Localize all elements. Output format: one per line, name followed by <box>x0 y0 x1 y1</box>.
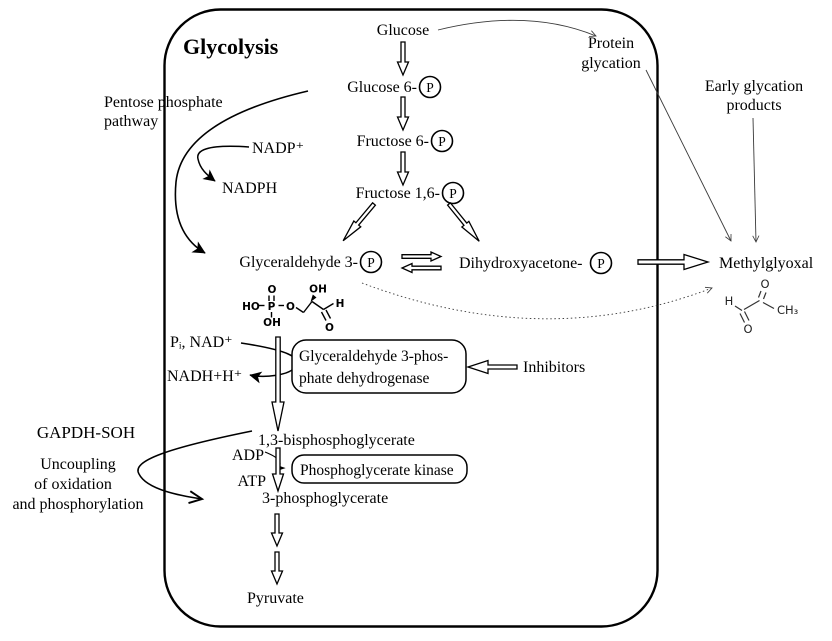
svg-text:P: P <box>597 256 605 271</box>
node-f16p-label: Fructose 1,6- <box>356 185 440 202</box>
circled-p-icon <box>359 250 383 274</box>
svg-text:P: P <box>426 80 434 95</box>
svg-text:P: P <box>449 186 457 201</box>
arrow-early-glycation-to-methylglyoxal <box>752 117 760 243</box>
arrow-f16p-to-g3p <box>342 201 377 242</box>
svg-text:OH: OH <box>263 317 281 329</box>
gapdh-enzyme-label-line2: phate dehydrogenase <box>299 370 430 387</box>
uncoupling-label-line1: Uncoupling <box>40 456 116 473</box>
gapdh-enzyme-label-line1: Glyceraldehyde 3-phos- <box>299 348 448 365</box>
arrow-f16p-to-dhap <box>446 201 480 242</box>
arrow-dhap-to-methylglyoxal <box>637 253 711 271</box>
svg-text:H: H <box>725 294 734 308</box>
node-glyceraldehyde-3-phosphate: Glyceraldehyde 3- P <box>239 250 383 274</box>
diagram-title: Glycolysis <box>183 34 279 59</box>
svg-text:P: P <box>367 255 375 270</box>
node-fructose-16-bisphosphate: Fructose 1,6- P <box>356 181 465 205</box>
cofactor-nadh: NADH+H⁺ <box>167 368 242 385</box>
node-g6p-label: Glucose 6- <box>347 79 417 96</box>
svg-text:P: P <box>438 134 446 149</box>
cofactor-atp: ATP <box>238 473 267 490</box>
svg-text:P: P <box>268 301 276 313</box>
arrow-g6p-to-f6p <box>396 96 410 132</box>
pgk-enzyme-box <box>291 454 468 484</box>
cofactor-pi-nad: Pᵢ, NAD⁺ <box>170 334 233 351</box>
early-glycation-label-line1: Early glycation <box>705 78 803 95</box>
gapdh-enzyme-box <box>291 339 467 394</box>
svg-text:O: O <box>743 322 752 336</box>
arrow-inhibitors-to-gapdh <box>465 359 518 375</box>
circled-p-icon <box>589 251 613 275</box>
node-dihydroxyacetone-phosphate: Dihydroxyacetone- P <box>459 251 613 275</box>
arrow-g3p-to-bpg <box>271 336 285 432</box>
node-glucose-6-phosphate: Glucose 6- P <box>347 75 442 99</box>
svg-text:CH₃: CH₃ <box>777 303 799 317</box>
node-3-phosphoglycerate: 3-phosphoglycerate <box>262 490 388 507</box>
uncoupling-label-line2: of oxidation <box>34 476 112 493</box>
node-13-bisphosphoglycerate: 1,3-bisphosphoglycerate <box>258 432 415 449</box>
arrow-equilibrium-left <box>400 262 442 274</box>
svg-text:H: H <box>336 298 345 310</box>
arrow-dotted-g3p-to-methylglyoxal <box>361 282 713 320</box>
node-glucose: Glucose <box>377 22 429 39</box>
circled-p-icon <box>418 75 442 99</box>
arrow-bpg-to-3pg <box>271 447 285 494</box>
g3p-chemical-structure: O HO P O OH OH H O <box>242 284 344 335</box>
methylglyoxal-chemical-structure: H O O CH₃ <box>725 277 799 336</box>
svg-text:O: O <box>760 277 769 291</box>
node-pyruvate: Pyruvate <box>247 590 304 607</box>
node-fructose-6-phosphate: Fructose 6- P <box>357 129 454 153</box>
circled-p-icon <box>441 181 465 205</box>
arrow-uncoupling-bypass <box>137 430 253 499</box>
arrow-step-to-pyruvate <box>270 551 284 586</box>
svg-text:O: O <box>268 284 277 296</box>
gapdh-soh-label: GAPDH-SOH <box>37 423 135 442</box>
early-glycation-label-line2: products <box>726 97 781 114</box>
arrow-glucose-to-g6p <box>396 41 410 77</box>
arrow-nad-to-nadh <box>240 342 298 384</box>
arrow-protein-glycation-to-methylglyoxal <box>645 69 732 242</box>
arrow-glucose-to-protein-glycation <box>437 19 597 37</box>
cell-boundary-box <box>163 8 659 628</box>
uncoupling-label-line3: and phosphorylation <box>12 496 143 513</box>
svg-text:OH: OH <box>309 284 327 296</box>
cofactor-adp: ADP <box>232 447 264 464</box>
node-g3p-label: Glyceraldehyde 3- <box>239 254 358 271</box>
protein-glycation-label-line2: glycation <box>581 55 641 72</box>
arrow-pentose-phosphate-pathway <box>174 90 309 254</box>
node-f6p-label: Fructose 6- <box>357 133 429 150</box>
circled-p-icon <box>430 129 454 153</box>
arrow-equilibrium-right <box>401 250 443 263</box>
cofactor-nadp: NADP⁺ <box>252 140 304 157</box>
svg-text:HO: HO <box>242 301 260 313</box>
arrow-3pg-step1 <box>270 513 284 548</box>
pentose-pathway-label-line1: Pentose phosphate <box>104 94 223 111</box>
inhibitors-label: Inhibitors <box>523 359 585 376</box>
node-dhap-label: Dihydroxyacetone- <box>459 255 583 272</box>
pentose-pathway-label-line2: pathway <box>104 113 158 130</box>
cofactor-nadph: NADPH <box>222 180 278 197</box>
node-methylglyoxal: Methylglyoxal <box>719 255 814 272</box>
svg-text:O: O <box>325 322 334 334</box>
arrow-f6p-to-f16p <box>396 151 410 187</box>
protein-glycation-label-line1: Protein <box>588 35 634 52</box>
svg-text:O: O <box>286 301 295 313</box>
arrow-nadp-to-nadph <box>197 145 250 182</box>
pgk-enzyme-label: Phosphoglycerate kinase <box>300 462 454 479</box>
